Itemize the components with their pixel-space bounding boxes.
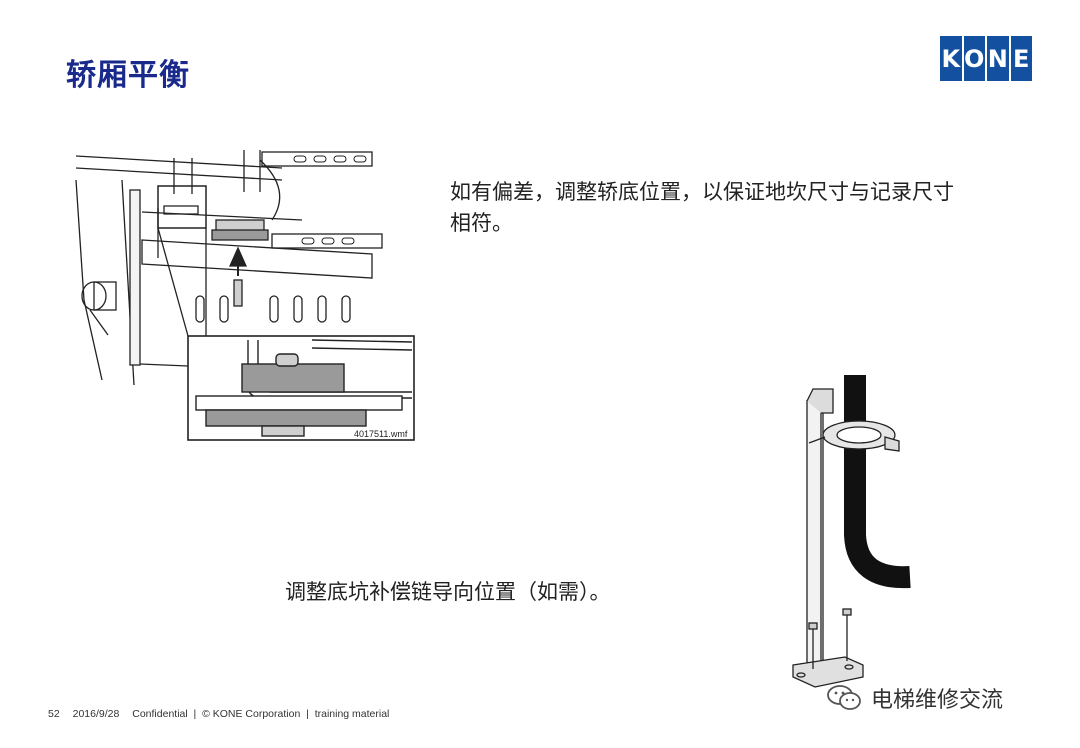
watermark-text: 电梯维修交流: [871, 688, 1004, 713]
logo-letter: N: [987, 36, 1009, 81]
instruction-paragraph-2: 调整底坑补偿链导向位置（如需）。: [285, 580, 611, 604]
logo-letter: E: [1010, 36, 1032, 81]
footer-text: Confidential | © KONE Corporation | trai…: [132, 708, 390, 720]
slide-footer: 52 2016/9/28 Confidential | © KONE Corpo…: [48, 708, 399, 720]
figure-file-label: 4017511.wmf: [354, 429, 408, 439]
instruction-paragraph-1: 如有偏差，调整轿底位置，以保证地坎尺寸与记录尺寸相符。: [450, 180, 954, 235]
logo-letter: K: [940, 36, 962, 81]
logo-letter: O: [963, 36, 985, 81]
footer-date: 2016/9/28: [72, 708, 120, 720]
wechat-watermark: 电梯维修交流: [825, 682, 1003, 714]
car-floor-adjustment-drawing: 4017511.wmf: [75, 150, 415, 441]
wechat-icon: [827, 685, 861, 710]
compensation-chain-guide-drawing: [792, 375, 911, 688]
slide-title: 轿厢平衡: [66, 58, 190, 93]
kone-logo: K O N E: [940, 36, 1032, 81]
page-number: 52: [48, 708, 60, 720]
